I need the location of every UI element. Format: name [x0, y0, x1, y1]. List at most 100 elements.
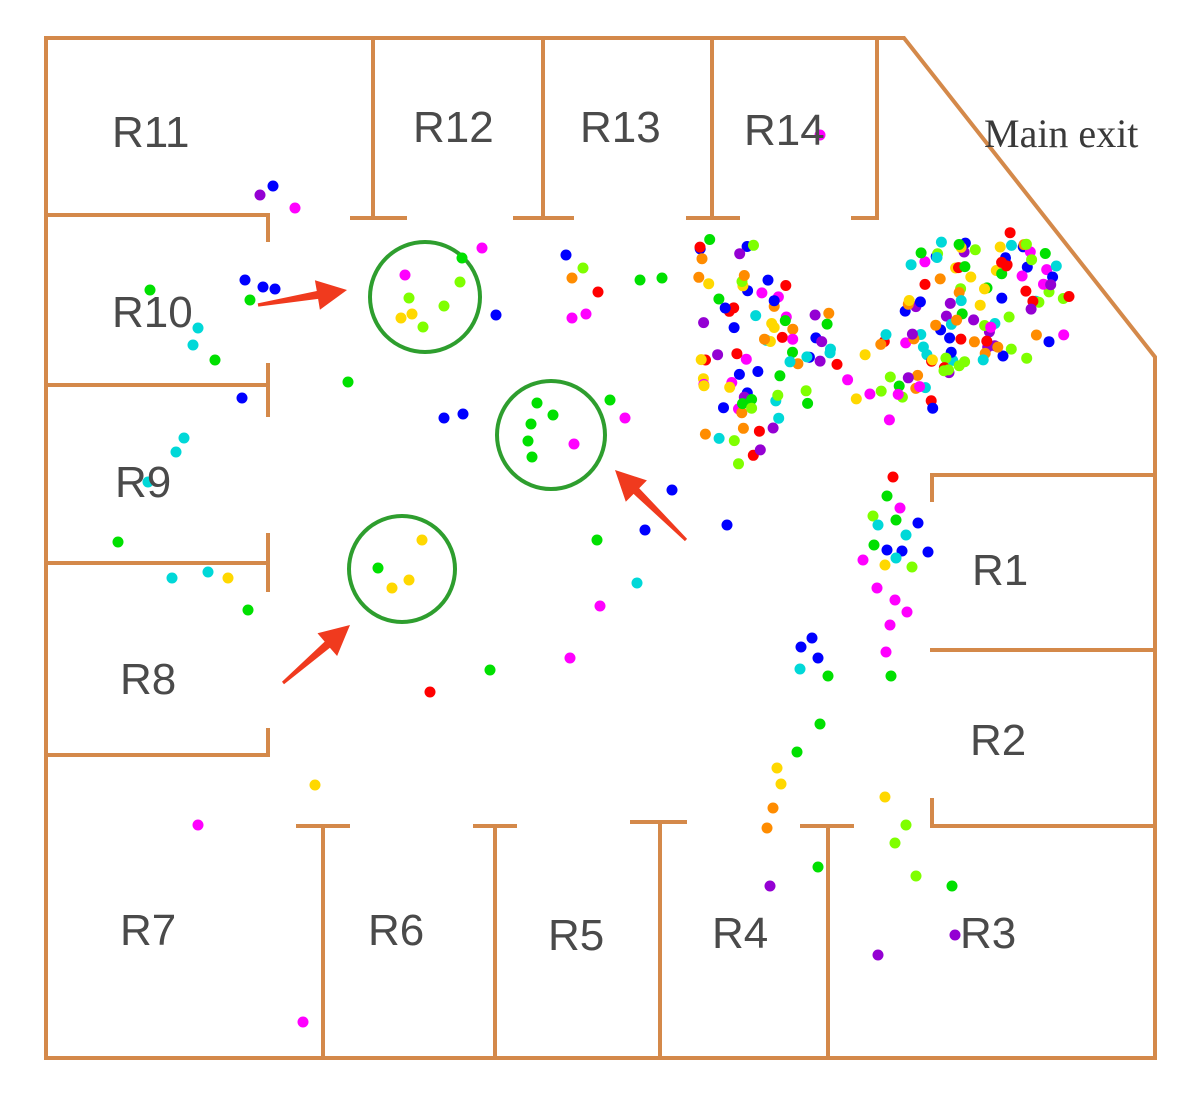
agent-dot — [209, 354, 221, 366]
agent-dot — [996, 292, 1008, 304]
agent-dot — [892, 388, 904, 400]
agent-dot — [850, 393, 862, 405]
agent-dot — [787, 323, 799, 335]
walls — [44, 36, 1157, 1060]
agent-dot — [1006, 239, 1017, 251]
agent-dot — [1043, 336, 1055, 348]
agent-dot — [718, 402, 729, 414]
agent-dot — [713, 432, 725, 444]
agent-dot — [794, 663, 806, 675]
agent-dot — [1045, 279, 1057, 291]
agent-dot — [900, 819, 912, 831]
agent-dot — [955, 295, 967, 307]
agent-dot — [922, 546, 934, 558]
agent-dot — [767, 802, 779, 814]
agent-dot — [812, 652, 824, 664]
agent-dot — [568, 438, 580, 450]
agent-dot — [1003, 311, 1015, 323]
agent-dot — [816, 336, 828, 348]
agent-dot — [239, 274, 251, 286]
agent-dot — [728, 435, 740, 447]
agent-dot — [698, 380, 710, 392]
agent-dot — [822, 670, 834, 682]
agent-dot — [885, 670, 897, 682]
agent-dot — [631, 577, 643, 589]
agent-dot — [979, 283, 990, 295]
agent-dot — [1000, 260, 1012, 272]
agent-dot — [1020, 238, 1032, 250]
agent-dot — [522, 435, 534, 447]
agent-dot — [724, 381, 736, 393]
room-label-r2: R2 — [970, 716, 1026, 765]
agent-dot — [236, 392, 248, 404]
agent-dot — [761, 822, 773, 834]
agent-dot — [809, 309, 821, 321]
agent-dot — [1058, 329, 1070, 341]
agent-dot — [884, 371, 896, 383]
agent-dot — [959, 356, 971, 368]
agent-dot — [915, 247, 927, 259]
agent-dot — [762, 274, 774, 286]
agent-dot — [823, 307, 835, 319]
agent-dot — [868, 539, 880, 551]
agent-dot — [736, 407, 748, 419]
highlight-circles — [347, 240, 607, 624]
agent-dot — [949, 929, 961, 941]
agent-dot — [775, 778, 787, 790]
highlight-circle — [495, 379, 607, 491]
agent-dot — [604, 394, 616, 406]
agent-dot — [395, 312, 407, 324]
agent-dot — [721, 519, 733, 531]
agent-dot — [737, 422, 749, 434]
agent-dot — [476, 242, 488, 254]
agent-dot — [403, 292, 415, 304]
agent-dot — [906, 328, 918, 340]
agent-dot — [192, 819, 204, 831]
agent-dot — [914, 296, 926, 308]
agent-dot — [951, 314, 963, 326]
agent-dot — [297, 1016, 309, 1028]
agent-dot — [994, 241, 1006, 253]
agent-dot — [985, 321, 997, 333]
agent-dot — [881, 544, 893, 556]
agent-dot — [814, 718, 826, 730]
agent-dot — [454, 276, 466, 288]
agent-dot — [780, 280, 792, 291]
room-label-r14: R14 — [744, 106, 825, 155]
agent-dot — [222, 572, 234, 584]
agent-dot — [825, 343, 836, 355]
agent-dot — [773, 412, 785, 424]
agent-dot — [713, 293, 725, 305]
agent-dot — [192, 322, 204, 334]
agent-dot — [693, 271, 705, 283]
agent-dot — [927, 402, 939, 414]
agent-dot — [946, 880, 958, 892]
agent-dot — [695, 354, 707, 366]
agent-dot — [795, 641, 807, 653]
room-label-r1: R1 — [972, 546, 1028, 595]
agent-dot — [940, 310, 952, 322]
agent-dot — [902, 372, 914, 384]
agent-dot — [547, 409, 559, 421]
agent-dot — [703, 278, 715, 290]
agent-dot — [577, 262, 589, 274]
agent-dot — [634, 274, 646, 286]
room-label-r5: R5 — [548, 911, 604, 960]
agent-dot — [754, 444, 766, 456]
agent-dot — [740, 353, 752, 365]
agent-dot — [791, 746, 803, 758]
agent-dot — [872, 949, 884, 961]
agent-dot — [591, 534, 603, 546]
agent-dot — [767, 422, 779, 434]
agent-dot — [787, 333, 799, 345]
agent-dot — [919, 278, 931, 290]
outer-wall — [44, 36, 1157, 1060]
agent-dot — [759, 333, 770, 345]
agent-dot — [406, 308, 418, 320]
agent-dot — [719, 302, 731, 314]
agent-dot — [917, 341, 929, 353]
agent-dot — [887, 471, 899, 483]
agent-dot — [619, 412, 631, 424]
agent-dot — [386, 582, 398, 594]
agent-dot — [930, 319, 942, 331]
